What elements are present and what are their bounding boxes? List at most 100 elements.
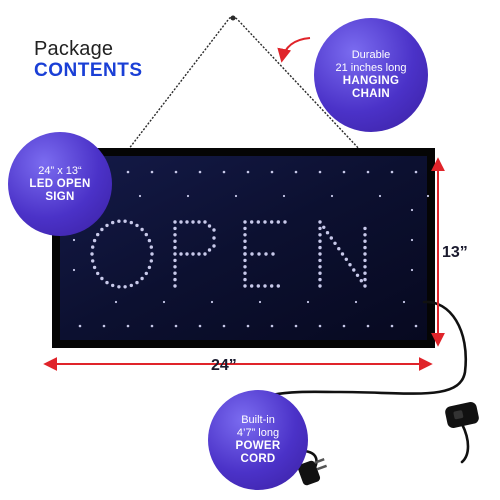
led-letter-n <box>355 273 360 277</box>
led-dot <box>210 300 214 304</box>
led-letter-p <box>173 245 177 250</box>
led-letter-p <box>197 220 201 224</box>
led-letter-e <box>276 220 280 224</box>
led-letter-n <box>329 236 333 240</box>
led-letter-n <box>363 271 367 275</box>
led-dot <box>410 238 414 242</box>
led-dot <box>342 324 346 328</box>
led-letter-o <box>92 265 97 270</box>
led-dot <box>306 300 310 304</box>
led-dot <box>102 324 106 328</box>
led-letter-n <box>363 252 367 256</box>
led-letter-o <box>117 285 121 289</box>
led-dot <box>294 324 298 328</box>
led-letter-n <box>318 265 322 269</box>
led-letter-e <box>243 220 247 224</box>
led-letter-p <box>173 226 177 231</box>
led-letter-p <box>212 236 216 240</box>
led-letter-n <box>363 258 367 263</box>
led-dot <box>282 194 286 198</box>
led-letter-n <box>337 247 341 251</box>
led-letter-p <box>212 228 216 232</box>
led-dot <box>330 194 334 198</box>
led-dot <box>174 324 178 328</box>
led-dot <box>78 324 82 328</box>
led-letter-o <box>135 223 139 228</box>
led-letter-e <box>250 284 254 288</box>
led-dot <box>198 170 202 174</box>
led-letter-o <box>111 283 115 288</box>
package-title: Package <box>34 38 114 60</box>
led-letter-e <box>243 226 247 231</box>
led-letter-p <box>185 252 189 256</box>
led-letter-o <box>149 245 153 249</box>
led-letter-e <box>243 245 247 250</box>
led-letter-n <box>318 277 322 282</box>
led-letter-n <box>363 239 367 243</box>
led-dot <box>390 170 394 174</box>
chain-callout-arrow <box>277 37 311 63</box>
led-dot <box>150 170 154 174</box>
led-letter-n <box>333 241 337 245</box>
cord-callout-line2: 4’7” long <box>236 427 280 439</box>
contents-title: CONTENTS <box>34 60 143 81</box>
led-dot <box>162 300 166 304</box>
led-dot <box>378 194 382 198</box>
led-dot <box>126 170 130 174</box>
led-letter-p <box>179 252 183 256</box>
led-letter-o <box>90 252 94 256</box>
led-dot <box>354 300 358 304</box>
led-dot <box>222 324 226 328</box>
led-letter-o <box>123 219 127 223</box>
led-dot <box>270 170 274 174</box>
chain-callout-line2: 21 inches long <box>335 62 407 74</box>
chain-callout-line4: CHAIN <box>352 88 390 100</box>
led-letter-o <box>135 280 139 285</box>
led-letter-e <box>270 284 274 288</box>
led-open-sign-callout: 24” x 13“ LED OPEN SIGN <box>8 132 112 236</box>
led-letter-n <box>344 257 348 261</box>
led-letter-o <box>144 271 148 276</box>
sign-callout-line1: 24” x 13“ <box>38 164 82 177</box>
led-letter-e <box>243 239 247 243</box>
led-letter-p <box>191 220 195 224</box>
led-letter-o <box>92 238 97 243</box>
cord-callout-line3: POWER <box>235 440 281 452</box>
led-letter-n <box>318 252 322 256</box>
led-letter-o <box>111 220 115 225</box>
led-open-letters <box>90 219 367 289</box>
led-letter-p <box>197 252 201 256</box>
led-dot <box>318 324 322 328</box>
led-letter-e <box>243 284 247 288</box>
led-letter-n <box>348 263 352 267</box>
led-letter-e <box>263 220 267 224</box>
led-letter-p <box>173 258 177 263</box>
led-letter-o <box>140 227 144 232</box>
led-letter-n <box>318 258 322 263</box>
led-letter-p <box>173 239 177 243</box>
led-letter-n <box>340 252 345 256</box>
led-letter-o <box>123 285 127 289</box>
led-letter-o <box>96 271 100 276</box>
led-letter-e <box>243 233 247 237</box>
led-dot <box>114 300 118 304</box>
led-dot <box>234 194 238 198</box>
led-dot <box>270 324 274 328</box>
led-dot <box>410 208 414 212</box>
led-letter-e <box>263 284 267 288</box>
led-dot <box>390 324 394 328</box>
led-letter-n <box>318 284 322 288</box>
led-letter-n <box>318 220 322 224</box>
led-letter-o <box>100 276 104 281</box>
led-letter-o <box>117 219 121 223</box>
led-letter-o <box>91 245 95 249</box>
led-dot <box>414 170 418 174</box>
led-dot <box>138 194 142 198</box>
led-letter-e <box>276 284 280 288</box>
led-letter-n <box>363 277 367 282</box>
led-letter-e <box>243 271 247 275</box>
led-letter-e <box>256 220 260 224</box>
led-dot <box>126 324 130 328</box>
led-letter-p <box>207 224 212 228</box>
led-letter-p <box>173 252 177 256</box>
